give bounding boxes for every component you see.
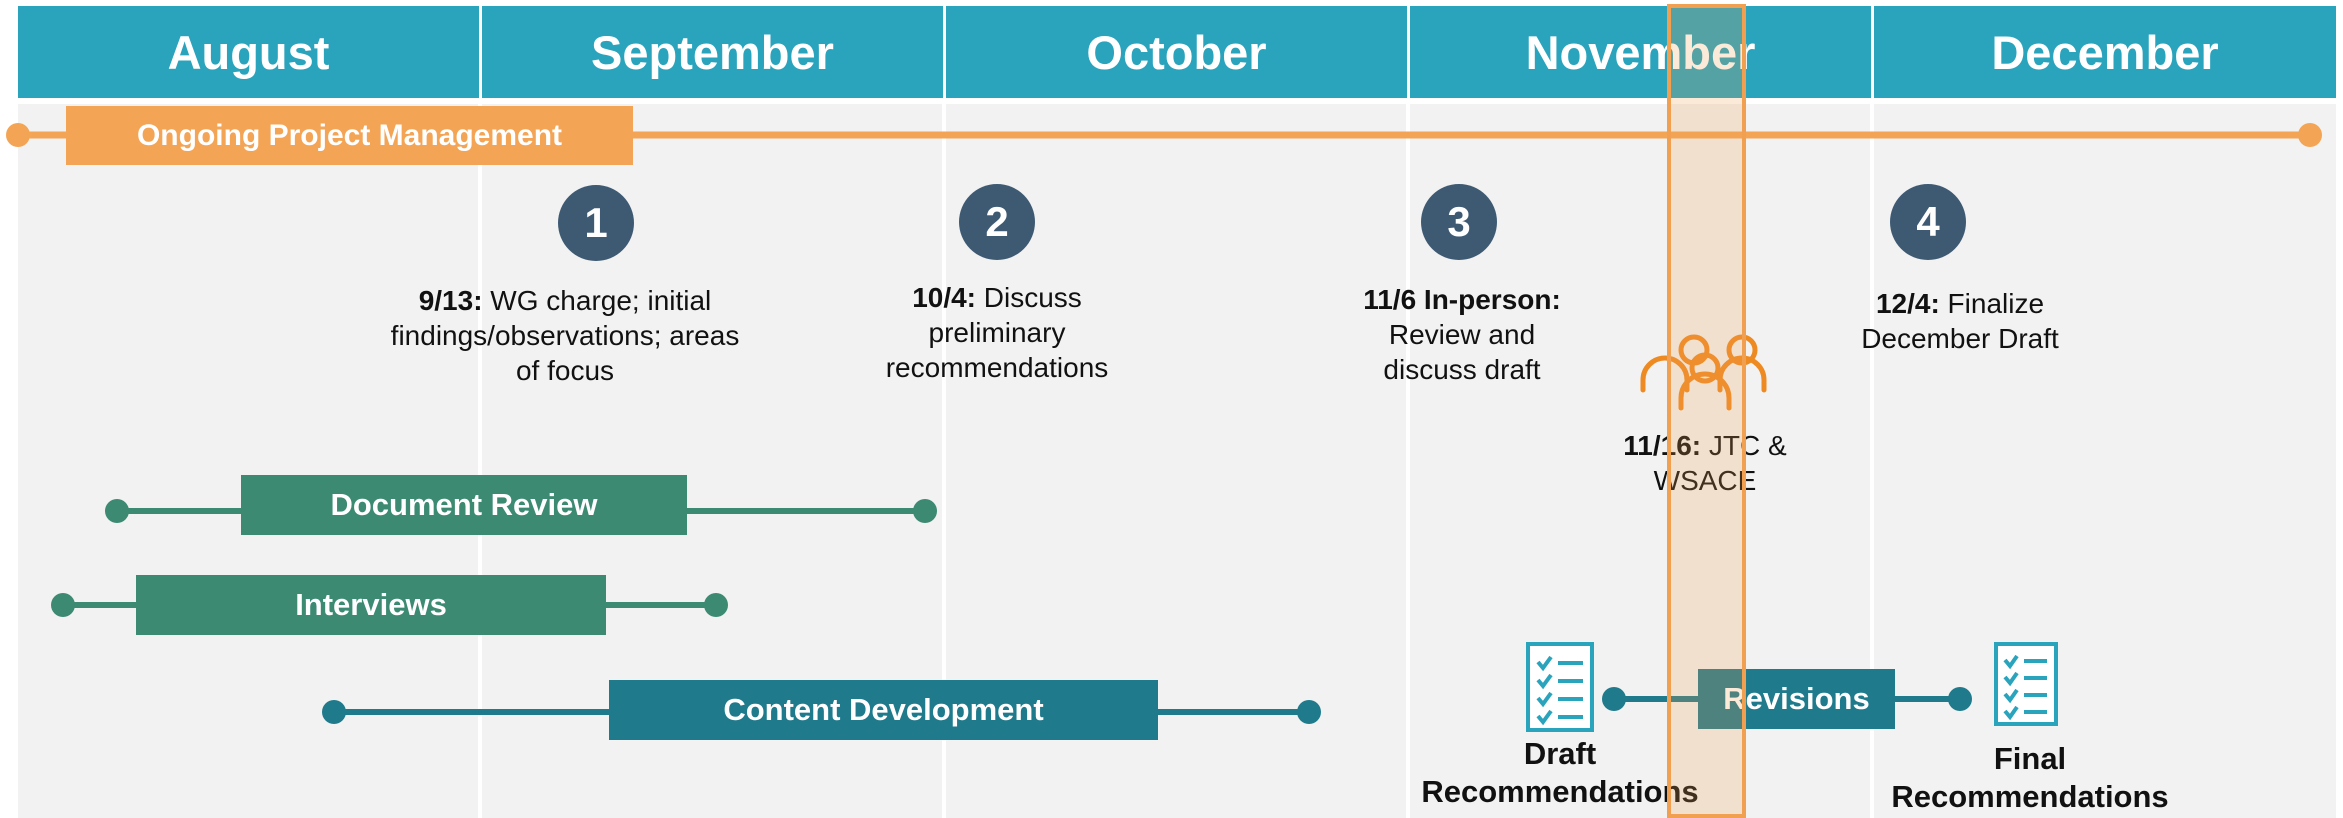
milestone-text-4: 12/4: Finalize December Draft — [1840, 286, 2080, 356]
content-development-label: Content Development — [723, 692, 1044, 727]
milestone-date-4: 12/4: — [1875, 288, 1940, 319]
meeting-date: 11/16: — [1623, 430, 1702, 461]
month-header-december: December — [1874, 6, 2336, 98]
month-header-august: August — [18, 6, 479, 98]
project-management-bar — [66, 106, 633, 165]
project-management-label: Ongoing Project Management — [136, 118, 563, 152]
milestone-date-1: 9/13: — [418, 285, 483, 316]
milestone-number-1: 1 — [558, 185, 634, 261]
milestone-number-3: 3 — [1421, 184, 1497, 260]
milestone-desc-2: Discuss preliminary recommendations — [885, 282, 1109, 383]
column-bg-august — [18, 104, 478, 818]
draft-recommendations-label: Draft Recommendations — [1421, 736, 1699, 809]
content-development-start-dot — [322, 700, 346, 724]
document-review-bar — [241, 475, 687, 535]
milestone-date-3: 11/6 In-person: — [1363, 284, 1561, 315]
interviews-label: Interviews — [295, 587, 447, 622]
month-header-september: September — [482, 6, 943, 98]
content-development-end-dot — [1297, 700, 1321, 724]
milestone-text-3: 11/6 In-person: Review and discuss draft — [1342, 282, 1582, 387]
project-management-end-dot — [2298, 123, 2322, 147]
highlight-band — [1667, 4, 1746, 818]
month-header-october: October — [946, 6, 1407, 98]
checklist-icon — [1994, 642, 2058, 726]
interviews-end-dot — [704, 593, 728, 617]
revisions-bar — [1698, 669, 1895, 729]
milestone-desc-3: Review and discuss draft — [1383, 319, 1541, 385]
revisions-end-dot — [1948, 687, 1972, 711]
milestone-date-2: 10/4: — [912, 282, 977, 313]
project-management-start-dot — [6, 123, 30, 147]
document-review-label: Document Review — [330, 487, 598, 522]
revisions-label: Revisions — [1723, 681, 1870, 716]
document-review-start-dot — [105, 499, 129, 523]
month-header-november: November — [1410, 6, 1871, 98]
milestone-desc-4: Finalize December Draft — [1861, 288, 2059, 354]
revisions-start-dot — [1602, 687, 1626, 711]
milestone-number-4: 4 — [1890, 184, 1966, 260]
milestone-desc-1: WG charge; initial findings/observations… — [390, 285, 740, 386]
milestone-text-2: 10/4: Discuss preliminary recommendation… — [862, 280, 1132, 385]
document-review-end-dot — [913, 499, 937, 523]
checklist-icon — [1526, 642, 1594, 732]
interviews-bar — [136, 575, 606, 635]
milestone-number-2: 2 — [959, 184, 1035, 260]
milestone-text-1: 9/13: WG charge; initial findings/observ… — [380, 283, 750, 388]
content-development-bar — [609, 680, 1158, 740]
final-recommendations-label: Final Recommendations — [1891, 741, 2169, 814]
interviews-start-dot — [51, 593, 75, 617]
